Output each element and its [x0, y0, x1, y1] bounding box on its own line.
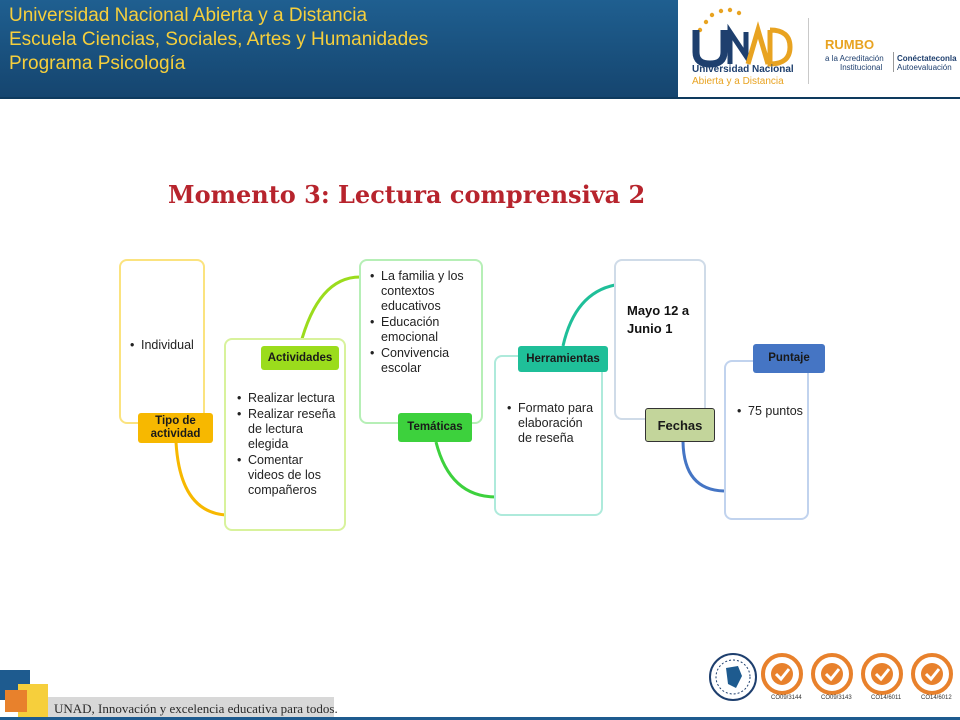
tag-tipo-actividad: Tipo de actividad	[138, 413, 213, 443]
tag-puntaje: Puntaje	[753, 344, 825, 373]
card-tipo-actividad: Individual	[119, 259, 205, 424]
cert-code: CO14/6011	[871, 695, 902, 701]
conectate-line-1: Conéctateconla	[897, 54, 957, 63]
connector-herramientas-fechas	[561, 283, 616, 347]
list-item: Educación emocional	[370, 315, 477, 345]
cert-code: CO09/3143	[821, 695, 852, 701]
tag-fechas: Fechas	[645, 408, 715, 442]
date-range: Mayo 12 a Junio 1	[627, 303, 690, 336]
rumbo-line-2: Institucional	[840, 63, 883, 72]
list-item: Convivencia escolar	[370, 346, 477, 376]
cert-code: CO14/6012	[921, 695, 952, 701]
unad-subtitle-2: Abierta y a Distancia	[692, 76, 784, 87]
tag-actividades: Actividades	[261, 346, 339, 370]
card-fechas: Mayo 12 a Junio 1	[614, 259, 706, 420]
cert-seal-icon	[761, 653, 953, 695]
program-name: Programa Psicología	[9, 53, 186, 74]
cert-code: CO09/3144	[771, 695, 802, 701]
list-item: Realizar lectura	[237, 391, 340, 406]
rumbo-separator	[893, 52, 894, 72]
conectate-line-2: Autoevaluación	[897, 63, 952, 72]
card-puntaje: 75 puntos	[724, 360, 809, 520]
connector-tematicas-herramientas	[434, 441, 497, 499]
list-item: La familia y los contextos educativos	[370, 269, 477, 314]
card-herramientas: Formato para elaboración de reseña	[494, 355, 603, 516]
rumbo-word: RUMBO	[825, 37, 875, 52]
connector-fechas-puntaje	[681, 441, 725, 493]
logo-separator	[808, 18, 809, 84]
connector-actividades-tematicas	[298, 275, 361, 347]
list-item: Comentar videos de los compañeros	[237, 453, 340, 498]
cert-seals: CO09/3144 CO09/3143 CO14/6011 CO14/6012	[761, 650, 957, 720]
header-divider	[0, 97, 960, 99]
footer-line	[0, 717, 960, 720]
footer-square-orange	[5, 690, 27, 712]
footer-bar	[48, 697, 334, 719]
list-item: Individual	[130, 338, 203, 353]
page-title: Momento 3: Lectura comprensiva 2	[168, 180, 646, 209]
card-actividades: Realizar lectura Realizar reseña de lect…	[224, 338, 346, 531]
colombia-seal-icon	[709, 653, 757, 701]
card-tematicas: La familia y los contextos educativos Ed…	[359, 259, 483, 424]
header-banner	[0, 0, 678, 97]
connector-tipo-actividades	[174, 441, 227, 517]
footer-slogan: UNAD, Innovación y excelencia educativa …	[54, 701, 338, 716]
list-item: 75 puntos	[737, 404, 805, 419]
tag-herramientas: Herramientas	[518, 346, 608, 372]
unad-logo	[692, 7, 793, 68]
school-name: Escuela Ciencias, Sociales, Artes y Huma…	[9, 29, 429, 50]
unad-subtitle-1: Universidad Nacional	[692, 64, 794, 75]
tag-tematicas: Temáticas	[398, 413, 472, 442]
list-item: Realizar reseña de lectura elegida	[237, 407, 340, 452]
list-item: Formato para elaboración de reseña	[507, 401, 597, 446]
university-name: Universidad Nacional Abierta y a Distanc…	[9, 5, 368, 26]
rumbo-line-1: a la Acreditación	[825, 54, 884, 63]
